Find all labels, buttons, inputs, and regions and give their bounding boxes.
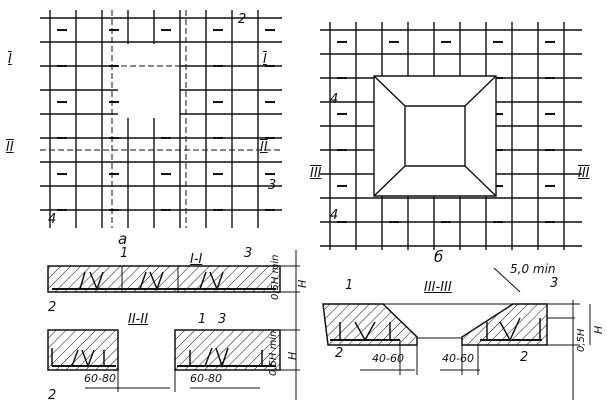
section-i-i <box>47 250 300 400</box>
opening-outline <box>373 75 497 197</box>
plan-a-grid <box>40 10 282 228</box>
section-ii-ii <box>47 329 300 392</box>
plan-b-grid <box>320 22 582 250</box>
section-iii-iii <box>322 267 591 400</box>
